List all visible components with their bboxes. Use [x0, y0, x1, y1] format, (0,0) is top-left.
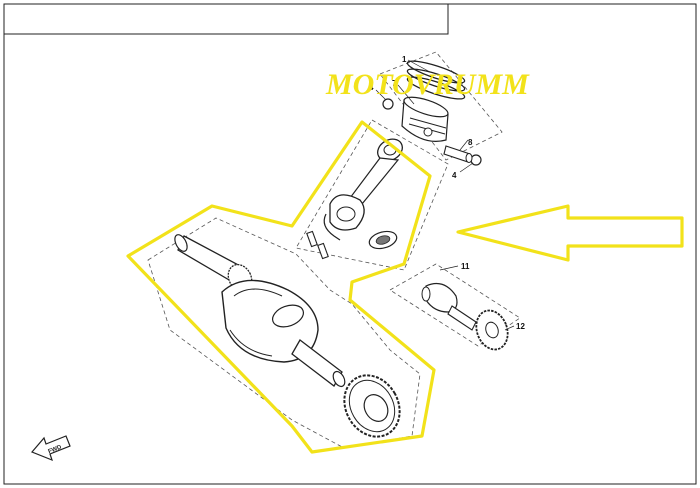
piston [401, 96, 449, 142]
fwd-direction-symbol: FWD [30, 435, 71, 462]
fwd-label: FWD [48, 444, 64, 455]
title-block [3, 3, 449, 35]
crankshaft [174, 234, 346, 388]
callout-8: 8 [468, 138, 473, 147]
callout-4-lower: 4 [452, 171, 457, 180]
rod-group-outline [295, 119, 449, 271]
watermark-text: MOTOVRUMM [325, 68, 530, 101]
piston-pin [443, 145, 473, 163]
callout-12: 12 [516, 322, 525, 331]
callout-7: 7 [392, 79, 397, 88]
connecting-rod-group [295, 119, 449, 271]
balance-shaft-group: 11 12 [389, 262, 525, 351]
circlip-left [382, 98, 394, 110]
crankshaft-gear [343, 374, 401, 438]
callout-11: 11 [461, 262, 470, 271]
piston-group: 1 4 7 8 4 [369, 51, 503, 180]
balance-shaft [421, 283, 477, 331]
rod-bolts [306, 230, 329, 260]
callout-4-upper: 4 [369, 83, 374, 92]
balance-shaft-outline [389, 263, 521, 347]
balance-shaft-gear [475, 309, 509, 351]
rod-bearing-shell [368, 230, 398, 250]
crankshaft-group-outline [147, 217, 421, 449]
highlight-outline [126, 120, 436, 454]
piston-rings [406, 60, 466, 100]
pointer-arrow [456, 204, 684, 262]
connecting-rod [323, 138, 403, 241]
crankshaft-group [147, 217, 421, 449]
callout-1: 1 [402, 55, 407, 64]
fwd-arrow-icon [30, 435, 71, 462]
